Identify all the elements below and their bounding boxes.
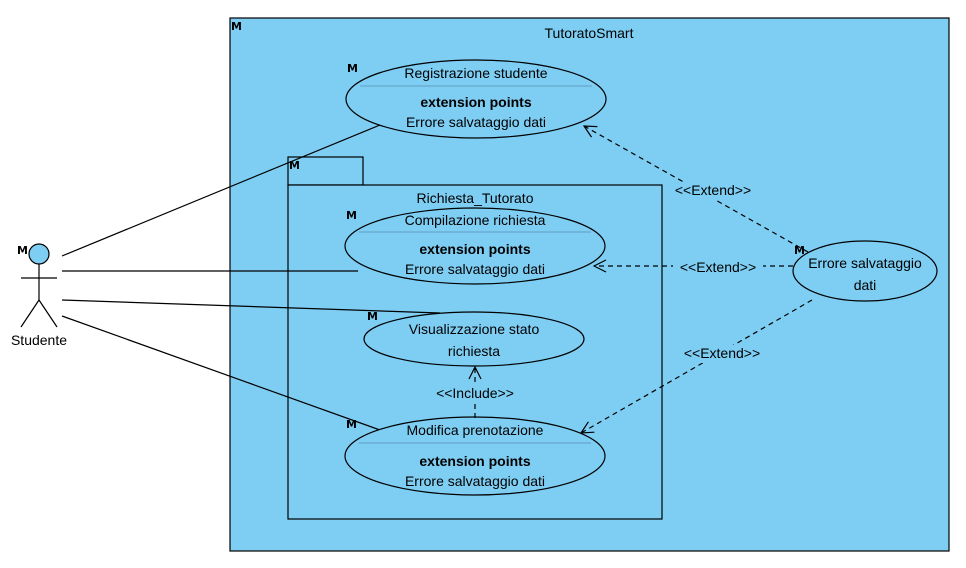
include-label: <<Include>> [436,385,514,401]
label-background [673,258,763,276]
use-case-title-line2: dati [854,277,877,293]
actor-studente[interactable]: M Studente [11,243,67,348]
association-registrazione[interactable] [61,124,381,257]
model-marker-icon: M [289,159,300,172]
actor-left-leg [20,299,40,328]
model-marker-icon: M [346,209,357,222]
include-visualizzazione[interactable]: <<Include>> [430,367,520,418]
actor-name: Studente [11,332,67,348]
model-marker-icon: M [347,62,358,75]
extension-point: Errore salvataggio dati [406,114,546,130]
actor-right-leg [38,299,58,328]
extend-compilazione[interactable]: <<Extend>> [594,258,793,276]
use-case-title-line1: Errore salvataggio [808,255,922,271]
use-case-visualizzazione-stato-richiesta[interactable]: M Visualizzazione stato richiesta [363,310,585,367]
extend-modifica[interactable]: <<Extend>> [581,299,813,433]
extend-label: <<Extend>> [684,345,760,361]
extension-points-heading: extension points [420,94,531,110]
extension-points-heading: extension points [419,241,530,257]
extend-label: <<Extend>> [680,259,756,275]
use-case-title: Modifica prenotazione [407,422,544,438]
model-marker-icon: M [367,310,378,323]
extension-points-heading: extension points [419,453,530,469]
use-case-title: Compilazione richiesta [405,212,546,228]
system-name: TutoratoSmart [545,25,634,41]
model-marker-icon: M [794,244,805,257]
use-case-compilazione-richiesta[interactable]: M Compilazione richiesta extension point… [344,207,606,285]
label-background [670,182,756,200]
use-case-title-line2: richiesta [448,343,500,359]
use-case-modifica-prenotazione[interactable]: M Modifica prenotazione extension points… [344,416,606,496]
package-name: Richiesta_Tutorato [417,190,534,206]
association-modifica[interactable] [61,315,381,431]
extension-point: Errore salvataggio dati [405,261,545,277]
model-marker-icon: M [17,244,28,257]
actor-head [28,243,50,265]
use-case-errore-salvataggio-dati[interactable]: M Errore salvataggio dati [792,240,938,302]
use-case-registrazione-studente[interactable]: M Registrazione studente extension point… [345,59,607,139]
model-marker-icon: M [346,418,357,431]
model-marker-icon: M [231,20,242,33]
extension-point: Errore salvataggio dati [405,473,545,489]
label-background [678,345,766,363]
label-background [430,385,520,403]
use-case-title-line1: Visualizzazione stato [409,321,540,337]
extend-label: <<Extend>> [675,182,751,198]
association-visualizzazione[interactable] [61,299,441,314]
package-tab [287,156,364,186]
associations [61,124,441,431]
use-case-title: Registrazione studente [404,65,547,81]
extend-registrazione[interactable]: <<Extend>> [584,126,809,253]
